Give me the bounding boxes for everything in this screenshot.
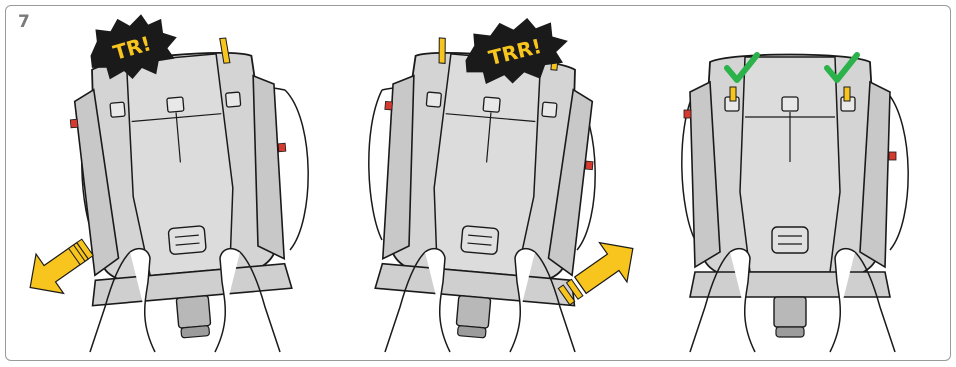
panel-right: [681, 52, 909, 353]
push-arrow-right-icon: [557, 241, 634, 306]
panel-middle: TRR!: [364, 18, 634, 353]
checkmark-icon: [724, 52, 760, 83]
checkmark-icon: [824, 52, 860, 83]
sound-burst-left: TR!: [90, 14, 177, 80]
panel-left: TR!: [29, 14, 309, 353]
sound-burst-middle: TRR!: [465, 18, 568, 84]
step-number: 7: [18, 12, 30, 32]
push-arrow-left-icon: [29, 238, 94, 295]
